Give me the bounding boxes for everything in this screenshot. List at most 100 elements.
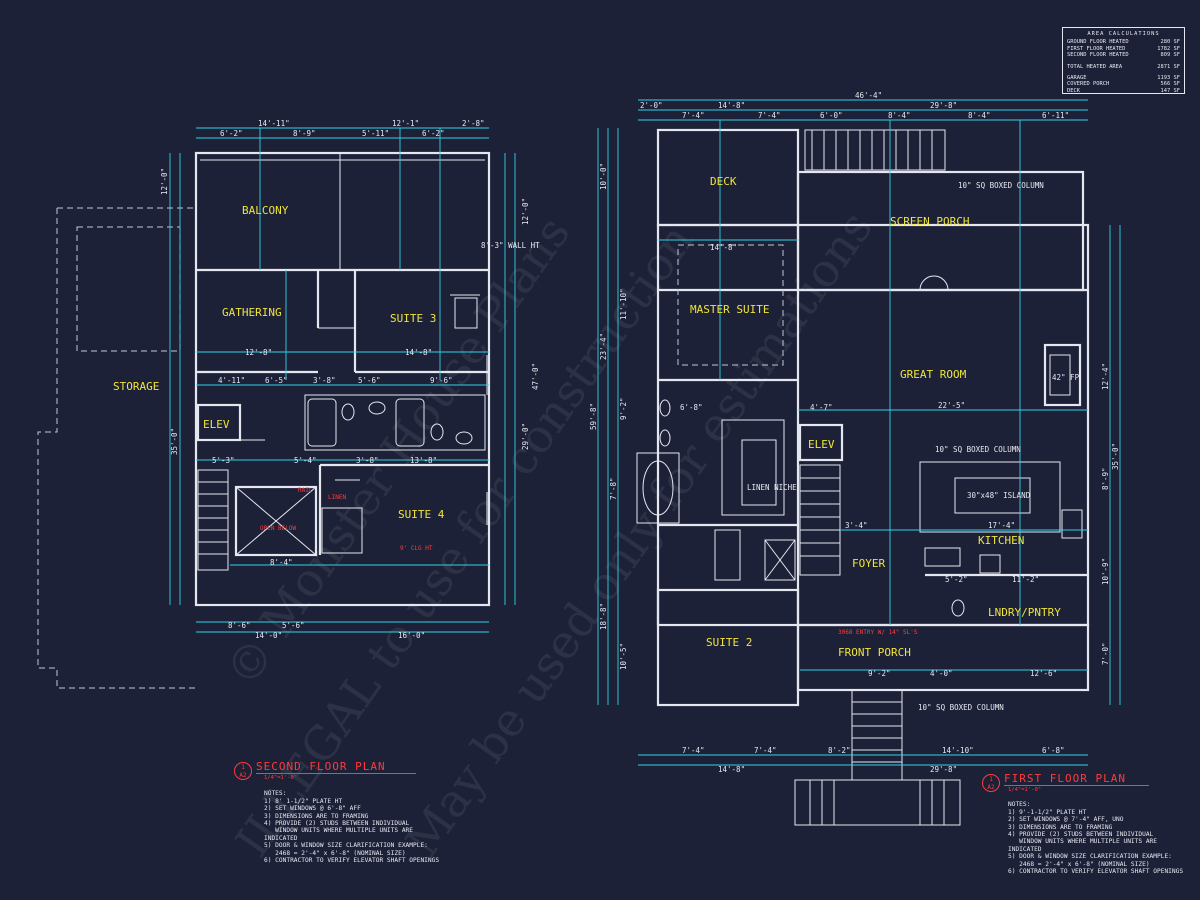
area-row-value: 280 SF bbox=[1160, 39, 1180, 46]
ff-dim-top-overall: 46'-4" bbox=[855, 91, 882, 100]
ff-dim-top-sub-1: 14'-8" bbox=[718, 101, 745, 110]
ff-dim-top-d-2: 6'-0" bbox=[820, 111, 843, 120]
ff-int-dim-10: 4'-7" bbox=[810, 403, 833, 412]
ff-int-dim-0: 14'-8" bbox=[710, 243, 737, 252]
sf-int-dim-10: 5'-3" bbox=[212, 456, 235, 465]
sf-room-elev: ELEV bbox=[203, 418, 230, 431]
note-line: 3) DIMENSIONS ARE TO FRAMING bbox=[264, 812, 369, 820]
ff-int-dim-7: 6'-8" bbox=[680, 403, 703, 412]
ff-room-kitchen: KITCHEN bbox=[978, 534, 1024, 547]
ff-room-foyer: FOYER bbox=[852, 557, 885, 570]
sf-int-dim-2: 14'-8" bbox=[405, 348, 432, 357]
area-row: FIRST FLOOR HEATED 1782 SF bbox=[1067, 46, 1180, 52]
sf-int-dim-9: 3'-8" bbox=[356, 456, 379, 465]
sf-label-open-below: OPEN BELOW bbox=[260, 525, 297, 532]
area-row: COVERED PORCH 566 SF bbox=[1067, 81, 1180, 87]
area-row-label: FIRST FLOOR HEATED bbox=[1067, 45, 1126, 52]
note-line: 4) PROVIDE (2) STUDS BETWEEN INDIVIDUAL bbox=[264, 820, 410, 828]
area-row-label: GARAGE bbox=[1067, 75, 1087, 82]
badge-number: 1 bbox=[241, 764, 245, 771]
sf-int-dim-8: 5'-6" bbox=[358, 376, 381, 385]
sf-dim-right-2: 29'-0" bbox=[521, 423, 530, 450]
note-line: WINDOW UNITS WHERE MULTIPLE UNITS ARE bbox=[1008, 838, 1158, 846]
note-line: WINDOW UNITS WHERE MULTIPLE UNITS ARE bbox=[264, 827, 414, 835]
second-floor-plan: 6'-2" 14'-11" 8'-9" 5'-11" 12'-1" 6'-2" … bbox=[37, 119, 540, 689]
sf-int-dim-3: 9'-6" bbox=[430, 376, 453, 385]
area-row: SECOND FLOOR HEATED 809 SF bbox=[1067, 52, 1180, 58]
ff-label-island: 30"x48" ISLAND bbox=[967, 491, 1031, 500]
area-calculations-title: AREA CALCULATIONS bbox=[1087, 31, 1160, 37]
ff-dim-bottom-2: 8'-2" bbox=[828, 746, 851, 755]
ff-room-master-suite: MASTER SUITE bbox=[690, 303, 769, 316]
note-line: 2) SET WINDOWS @ 7'-4" AFF, UNO bbox=[1008, 816, 1124, 824]
ff-room-great-room: GREAT ROOM bbox=[900, 368, 967, 381]
ff-label-entry: 3068 ENTRY W/ 14" SL'S bbox=[838, 629, 918, 636]
note-line: 4) PROVIDE (2) STUDS BETWEEN INDIVIDUAL bbox=[1008, 831, 1154, 839]
note-line: 6) CONTRACTOR TO VERIFY ELEVATOR SHAFT O… bbox=[264, 857, 440, 865]
sf-dim-bottom-1: 5'-6" bbox=[282, 621, 305, 630]
first-floor-title: FIRST FLOOR PLAN bbox=[1004, 772, 1149, 786]
area-row-label: TOTAL HEATED AREA bbox=[1067, 63, 1123, 70]
area-row-value: 1193 SF bbox=[1157, 75, 1180, 82]
ff-dim-top-d-1: 7'-4" bbox=[758, 111, 781, 120]
area-row-label: SECOND FLOOR HEATED bbox=[1067, 52, 1129, 59]
note-line: INDICATED bbox=[1008, 845, 1042, 853]
ff-dim-left-4: 7'-8" bbox=[609, 477, 618, 500]
note-line: 5) DOOR & WINDOW SIZE CLARIFICATION EXAM… bbox=[1008, 853, 1172, 861]
sf-room-storage: STORAGE bbox=[113, 380, 159, 393]
sf-int-dim-5: 8'-4" bbox=[270, 558, 293, 567]
ff-int-dim-9: 5'-2" bbox=[945, 575, 968, 584]
note-line: 5) DOOR & WINDOW SIZE CLARIFICATION EXAM… bbox=[264, 842, 428, 850]
note-line: 6) CONTRACTOR TO VERIFY ELEVATOR SHAFT O… bbox=[1008, 868, 1184, 876]
ff-dim-left-5: 18'-8" bbox=[599, 603, 608, 630]
area-row: GARAGE 1193 SF bbox=[1067, 75, 1180, 81]
ff-dim-top-sub-0: 2'-0" bbox=[640, 101, 663, 110]
sf-dim-top-6: 2'-8" bbox=[462, 119, 485, 128]
ff-dim-left-0: 10'-0" bbox=[599, 163, 608, 190]
badge-number: 1 bbox=[989, 776, 993, 783]
ff-dim-left-6: 10'-5" bbox=[619, 643, 628, 670]
ff-dim-top-d-4: 8'-4" bbox=[968, 111, 991, 120]
note-line: 2468 = 2'-4" x 6'-8" (NOMINAL SIZE) bbox=[1008, 860, 1150, 868]
ff-room-front-porch: FRONT PORCH bbox=[838, 646, 911, 659]
note-line: NOTES: bbox=[264, 790, 287, 798]
ff-dim-bottom-3: 14'-10" bbox=[942, 746, 974, 755]
ff-dim-right-3: 10'-9" bbox=[1101, 558, 1110, 585]
ff-dim-top-sub-2: 29'-8" bbox=[930, 101, 957, 110]
sf-int-dim-11: 5'-4" bbox=[294, 456, 317, 465]
ff-dim-left-3: 9'-2" bbox=[619, 397, 628, 420]
ff-dim-bottom-1: 7'-4" bbox=[754, 746, 777, 755]
ff-label-linen-niche: LINEN NICHE bbox=[747, 483, 797, 492]
sf-int-dim-1: 6'-5" bbox=[265, 376, 288, 385]
area-row-value: 1782 SF bbox=[1157, 45, 1180, 52]
sf-dim-top-0: 6'-2" bbox=[220, 129, 243, 138]
ff-label-col1: 10" SQ BOXED COLUMN bbox=[958, 181, 1044, 190]
ff-int-dim-4: 9'-2" bbox=[868, 669, 891, 678]
ff-dim-bottom-4: 6'-8" bbox=[1042, 746, 1065, 755]
ff-dim-right-2: 8'-9" bbox=[1101, 467, 1110, 490]
note-line: NOTES: bbox=[1008, 801, 1031, 809]
ff-dim-bottom-0: 7'-4" bbox=[682, 746, 705, 755]
note-line: 3) DIMENSIONS ARE TO FRAMING bbox=[1008, 823, 1113, 831]
ff-dim-bottom-sub-0: 14'-8" bbox=[718, 765, 745, 774]
ff-dim-left-2: 23'-4" bbox=[599, 333, 608, 360]
sf-dim-right-0: 12'-0" bbox=[521, 198, 530, 225]
sf-label-linen: LINEN bbox=[328, 494, 346, 501]
ff-dim-bottom-sub-1: 29'-8" bbox=[930, 765, 957, 774]
sf-label-ceil: 9' CLG HT bbox=[400, 545, 433, 552]
sf-int-dim-7: 3'-8" bbox=[313, 376, 336, 385]
sf-dim-top-5: 6'-2" bbox=[422, 129, 445, 138]
ff-dim-left-1: 11'-10" bbox=[619, 288, 628, 320]
sf-dim-left-0: 12'-0" bbox=[160, 168, 169, 195]
ff-room-suite2: SUITE 2 bbox=[706, 636, 752, 649]
sf-dim-bottom-3: 16'-0" bbox=[398, 631, 425, 640]
area-calculations-box: AREA CALCULATIONS GROUND FLOOR HEATED 28… bbox=[1062, 27, 1185, 94]
ff-label-col2: 10" SQ BOXED COLUMN bbox=[935, 445, 1021, 454]
ff-dim-top-d-0: 7'-4" bbox=[682, 111, 705, 120]
first-floor-sheet-badge: 1 A2 bbox=[982, 774, 1000, 792]
ff-int-dim-3: 11'-2" bbox=[1012, 575, 1039, 584]
ff-dim-right-4: 7'-0" bbox=[1101, 642, 1110, 665]
ff-int-dim-6: 12'-6" bbox=[1030, 669, 1057, 678]
